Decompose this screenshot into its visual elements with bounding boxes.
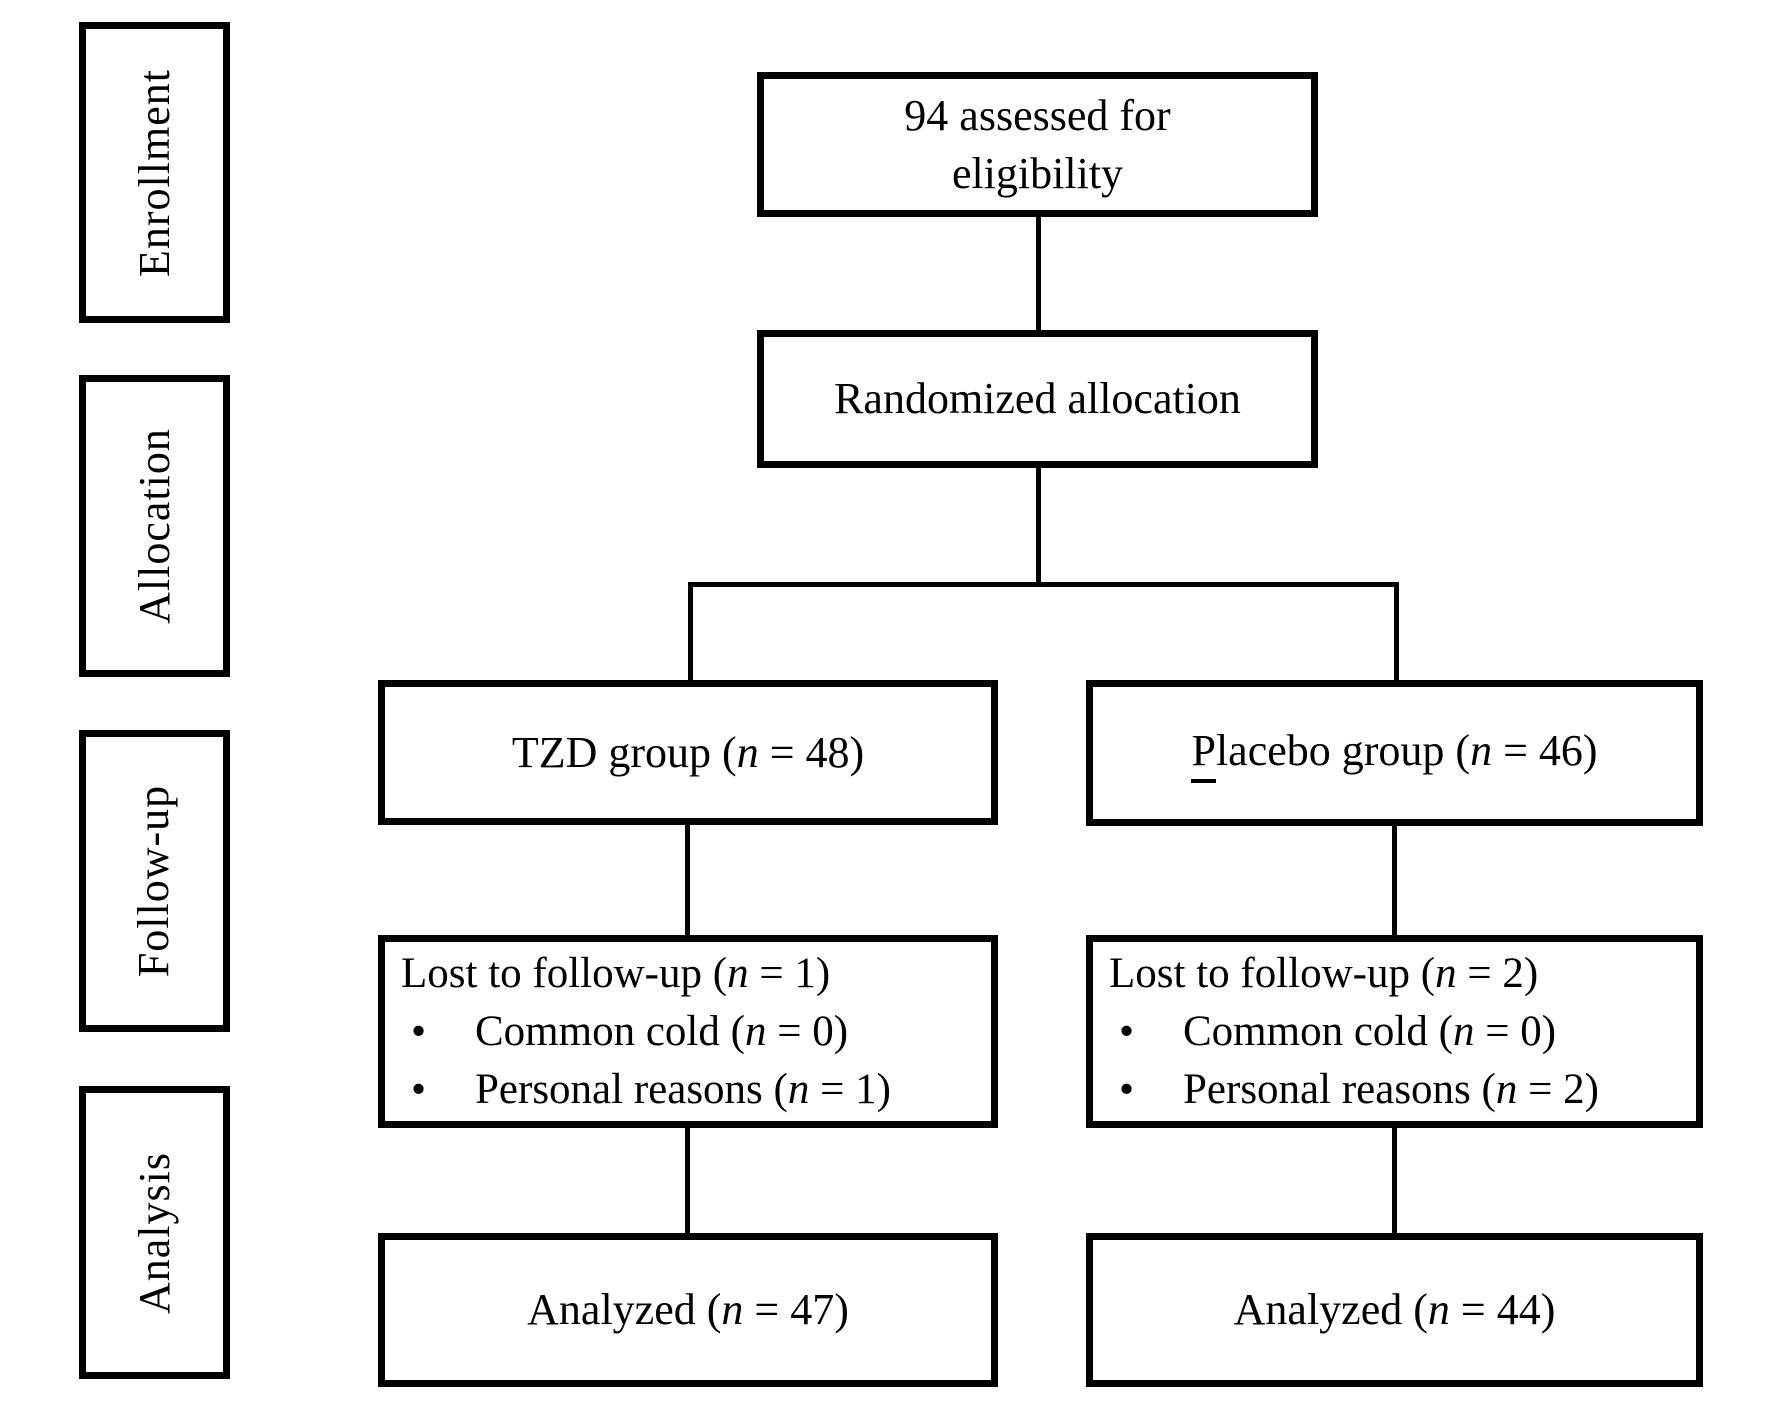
lost-placebo-bullet-1-prefix: Common cold ( (1183, 1007, 1453, 1055)
lost-placebo-bullet-2: • Personal reasons (n = 2) (1109, 1061, 1688, 1119)
connector-lost-to-analyzed-left (685, 1123, 690, 1238)
analyzed-placebo-box: Analyzed (n = 44) (1086, 1233, 1703, 1387)
stage-box-enrollment: Enrollment (79, 22, 230, 323)
assessed-for-eligibility-text: 94 assessed for eligibility (904, 87, 1170, 203)
bullet-icon: • (411, 1007, 427, 1055)
placebo-group-text: Placebo group (n = 46) (1191, 723, 1598, 783)
lost-placebo-bullet-2-prefix: Personal reasons ( (1183, 1065, 1496, 1113)
connector-branch-right (1394, 582, 1399, 685)
lost-to-followup-tzd-box: Lost to follow-up (n = 1) • Common cold … (378, 935, 998, 1128)
lost-to-followup-placebo-content: Lost to follow-up (n = 2) • Common cold … (1093, 939, 1696, 1125)
analyzed-placebo-suffix: = 44) (1449, 1285, 1556, 1334)
analyzed-tzd-n: n (721, 1285, 744, 1334)
stage-label-allocation: Allocation (129, 428, 179, 624)
tzd-group-box: TZD group (n = 48) (378, 680, 998, 825)
placebo-group-suffix: = 46) (1492, 726, 1598, 775)
assessed-line1: 94 assessed for (904, 90, 1171, 140)
lost-placebo-title-suffix: = 2) (1456, 949, 1539, 997)
stage-label-analysis: Analysis (129, 1151, 179, 1314)
lost-placebo-title: Lost to follow-up (n = 2) (1109, 945, 1688, 1003)
lost-placebo-bullet-2-text: Personal reasons (n = 2) (1183, 1061, 1599, 1119)
lost-placebo-bullet-1-suffix: = 0) (1474, 1007, 1557, 1055)
connector-assessed-to-randomized (1036, 212, 1041, 337)
lost-tzd-bullet-2-prefix: Personal reasons ( (475, 1065, 788, 1113)
lost-placebo-title-n: n (1435, 949, 1457, 997)
stage-label-enrollment: Enrollment (129, 68, 179, 277)
connector-randomized-to-split (1036, 462, 1041, 587)
assessed-line2: eligibility (951, 148, 1124, 198)
randomized-allocation-text: Randomized allocation (834, 374, 1241, 423)
lost-placebo-bullet-1-text: Common cold (n = 0) (1183, 1003, 1556, 1061)
lost-placebo-bullet-2-suffix: = 2) (1517, 1065, 1599, 1113)
placebo-group-box: Placebo group (n = 46) (1086, 680, 1703, 826)
lost-tzd-bullet-1-suffix: = 0) (766, 1007, 849, 1055)
stage-box-analysis: Analysis (79, 1086, 230, 1379)
tzd-group-suffix: = 48) (758, 727, 865, 777)
lost-tzd-bullet-1: • Common cold (n = 0) (401, 1003, 983, 1061)
connector-lost-to-analyzed-right (1392, 1123, 1397, 1238)
stage-label-followup: Follow-up (129, 784, 179, 978)
connector-placebo-to-lost (1392, 820, 1397, 940)
tzd-group-prefix: TZD group ( (511, 727, 737, 777)
assessed-for-eligibility-box: 94 assessed for eligibility (757, 72, 1318, 217)
connector-split-horizontal (688, 582, 1399, 587)
lost-tzd-bullet-2-text: Personal reasons (n = 1) (475, 1061, 891, 1119)
lost-tzd-bullet-1-prefix: Common cold ( (475, 1007, 745, 1055)
bullet-icon: • (1119, 1065, 1135, 1113)
analyzed-placebo-prefix: Analyzed ( (1233, 1285, 1428, 1334)
lost-tzd-title-suffix: = 1) (748, 949, 831, 997)
lost-placebo-title-prefix: Lost to follow-up ( (1109, 949, 1436, 997)
lost-to-followup-placebo-box: Lost to follow-up (n = 2) • Common cold … (1086, 935, 1703, 1128)
connector-branch-left (688, 582, 693, 685)
lost-tzd-bullet-1-n: n (744, 1007, 767, 1055)
placebo-group-rest: lacebo group ( (1215, 726, 1471, 775)
lost-placebo-bullet-1-n: n (1452, 1007, 1475, 1055)
lost-tzd-bullet-2-suffix: = 1) (809, 1065, 891, 1113)
randomized-allocation-box: Randomized allocation (757, 330, 1318, 468)
connector-tzd-to-lost (685, 820, 690, 940)
lost-placebo-bullet-2-n: n (1495, 1065, 1518, 1113)
bullet-icon: • (1119, 1007, 1135, 1055)
analyzed-tzd-prefix: Analyzed ( (527, 1285, 722, 1334)
lost-to-followup-tzd-content: Lost to follow-up (n = 1) • Common cold … (385, 939, 991, 1125)
bullet-icon: • (411, 1065, 427, 1113)
lost-tzd-bullet-2: • Personal reasons (n = 1) (401, 1061, 983, 1119)
stage-box-followup: Follow-up (79, 730, 230, 1032)
analyzed-placebo-n: n (1427, 1285, 1450, 1334)
tzd-group-n: n (736, 727, 759, 777)
analyzed-tzd-suffix: = 47) (743, 1285, 849, 1334)
placebo-group-n: n (1470, 726, 1493, 775)
lost-tzd-title-n: n (727, 949, 749, 997)
lost-tzd-bullet-2-n: n (787, 1065, 810, 1113)
stage-box-allocation: Allocation (79, 375, 230, 677)
lost-tzd-bullet-1-text: Common cold (n = 0) (475, 1003, 848, 1061)
lost-tzd-title: Lost to follow-up (n = 1) (401, 945, 983, 1003)
tzd-group-text: TZD group (n = 48) (512, 725, 864, 781)
analyzed-placebo-text: Analyzed (n = 44) (1234, 1282, 1556, 1338)
lost-placebo-bullet-1: • Common cold (n = 0) (1109, 1003, 1688, 1061)
placebo-underlined-p: P (1191, 723, 1216, 783)
analyzed-tzd-box: Analyzed (n = 47) (378, 1233, 998, 1387)
analyzed-tzd-text: Analyzed (n = 47) (527, 1282, 849, 1338)
lost-tzd-title-prefix: Lost to follow-up ( (401, 949, 728, 997)
